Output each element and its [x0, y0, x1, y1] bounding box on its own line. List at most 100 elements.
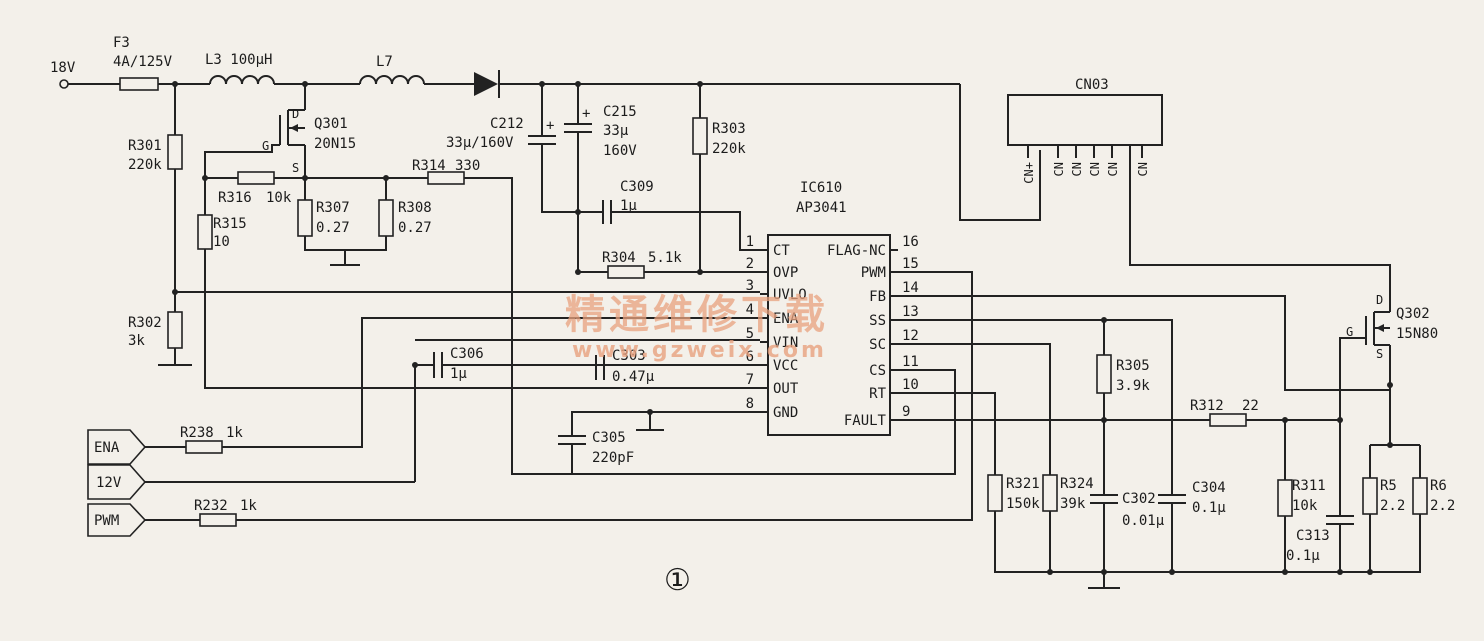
ic-pin-name: OUT	[773, 381, 799, 397]
svg-text:0.27: 0.27	[398, 220, 432, 236]
svg-text:0.01μ: 0.01μ	[1122, 513, 1165, 529]
capacitor-c305: C305 220pF	[558, 430, 634, 466]
ic-pin-number: 4	[746, 302, 754, 318]
capacitor-c304: C304 0.1μ	[1158, 480, 1226, 516]
ic-pin-name: PWM	[861, 265, 886, 281]
svg-text:4A/125V: 4A/125V	[113, 54, 173, 70]
resistor-r311: R311 10k	[1277, 478, 1326, 517]
svg-text:D: D	[1376, 293, 1383, 307]
ic-pin-number: 15	[902, 256, 919, 272]
svg-text:F3: F3	[113, 35, 130, 51]
watermark-chinese: 精通维修下载	[565, 291, 829, 338]
inductor-l7: L7	[359, 54, 425, 85]
svg-text:+: +	[582, 106, 590, 122]
resistor-r6: R6 2.2	[1412, 477, 1455, 515]
svg-text:C215: C215	[603, 104, 637, 120]
svg-text:3.9k: 3.9k	[1116, 378, 1150, 394]
ic-pin-number: 12	[902, 328, 919, 344]
ic-pin-number: 5	[746, 326, 754, 342]
svg-text:1k: 1k	[240, 498, 257, 514]
svg-text:G: G	[262, 139, 269, 153]
svg-text:C305: C305	[592, 430, 626, 446]
ic-pin-number: 14	[902, 280, 919, 296]
svg-text:0.1μ: 0.1μ	[1192, 500, 1226, 516]
svg-text:0.47μ: 0.47μ	[612, 369, 655, 385]
ic-pin-name: RT	[869, 386, 886, 402]
ic-pin-name: SC	[869, 337, 886, 353]
figure-number: ①	[664, 563, 691, 598]
resistor-r5: R5 2.2	[1362, 477, 1405, 515]
mosfet-q301: D G S Q301 20N15	[258, 84, 356, 178]
svg-text:220k: 220k	[128, 157, 162, 173]
ic-pin-name: UVLO	[773, 287, 807, 303]
resistor-r321: R321 150k	[987, 474, 1040, 512]
ic-pin-name: FAULT	[844, 413, 887, 429]
capacitor-c306: C306 1μ	[433, 346, 484, 382]
ic-pin-number: 8	[746, 396, 754, 412]
capacitor-c309: C309 1μ	[596, 179, 654, 224]
cn03-pin-label: CN	[1070, 162, 1084, 176]
svg-text:160V: 160V	[603, 143, 637, 159]
svg-text:C212: C212	[490, 116, 524, 132]
capacitor-c303: C303 0.47μ	[595, 348, 655, 385]
svg-text:R232: R232	[194, 498, 228, 514]
capacitor-c313: C313 0.1μ	[1286, 515, 1354, 564]
ic-pin-number: 2	[746, 256, 754, 272]
ic-ap3041: IC610 AP3041	[767, 180, 891, 436]
ic-pin-number: 1	[746, 234, 754, 250]
connector-cn03: CN03	[1007, 77, 1163, 146]
fuse-f3: F3 4A/125V	[113, 35, 173, 91]
svg-text:R6: R6	[1430, 478, 1447, 494]
svg-text:R307: R307	[316, 200, 350, 216]
svg-text:C302: C302	[1122, 491, 1156, 507]
svg-text:1k: 1k	[226, 425, 243, 441]
resistor-r308: R308 0.27	[378, 199, 432, 237]
svg-text:C304: C304	[1192, 480, 1226, 496]
svg-text:C306: C306	[450, 346, 484, 362]
svg-text:R316: R316	[218, 190, 252, 206]
svg-text:220k: 220k	[712, 141, 746, 157]
svg-text:10: 10	[213, 234, 230, 250]
svg-text:Q302: Q302	[1396, 306, 1430, 322]
resistor-r316: R316 10k	[218, 171, 292, 206]
ic-pin-name: CT	[773, 243, 790, 259]
ic-pin-name: OVP	[773, 265, 798, 281]
mosfet-q302: D G S Q302 15N80	[1346, 292, 1438, 445]
svg-text:330: 330	[455, 158, 480, 174]
svg-text:1μ: 1μ	[620, 198, 637, 214]
svg-text:+: +	[546, 118, 554, 134]
resistor-r312: R312 22	[1190, 398, 1259, 427]
cn03-pin-label: CN+	[1022, 162, 1036, 184]
svg-text:ENA: ENA	[94, 440, 120, 456]
svg-text:L3 100μH: L3 100μH	[205, 52, 272, 68]
ic-pin-number: 7	[746, 372, 754, 388]
svg-text:C313: C313	[1296, 528, 1330, 544]
resistor-r304: R304 5.1k	[602, 250, 682, 279]
svg-text:R301: R301	[128, 138, 162, 154]
svg-text:2.2: 2.2	[1430, 498, 1455, 514]
svg-text:G: G	[1346, 325, 1353, 339]
ic-pin-name: VCC	[773, 358, 798, 374]
svg-text:R305: R305	[1116, 358, 1150, 374]
resistor-r305: R305 3.9k	[1096, 354, 1150, 394]
ic-pin-number: 10	[902, 377, 919, 393]
svg-text:Q301: Q301	[314, 116, 348, 132]
svg-text:L7: L7	[376, 54, 393, 70]
ic-pin-name: ENA	[773, 311, 799, 327]
cn03-pin-label: CN	[1106, 162, 1120, 176]
ic-pin-name: FB	[869, 289, 886, 305]
watermark-url: www.gzweix.com	[572, 338, 827, 363]
ic-pin-number: 11	[902, 354, 919, 370]
svg-text:C309: C309	[620, 179, 654, 195]
ic-pin-number: 16	[902, 234, 919, 250]
svg-text:R238: R238	[180, 425, 214, 441]
ic-pin-number: 9	[902, 404, 910, 420]
ic-pin-number: 13	[902, 304, 919, 320]
svg-text:R312: R312	[1190, 398, 1224, 414]
resistor-r324: R324 39k	[1042, 474, 1094, 512]
svg-text:15N80: 15N80	[1396, 326, 1438, 342]
connector-12v: 12V	[87, 464, 147, 500]
